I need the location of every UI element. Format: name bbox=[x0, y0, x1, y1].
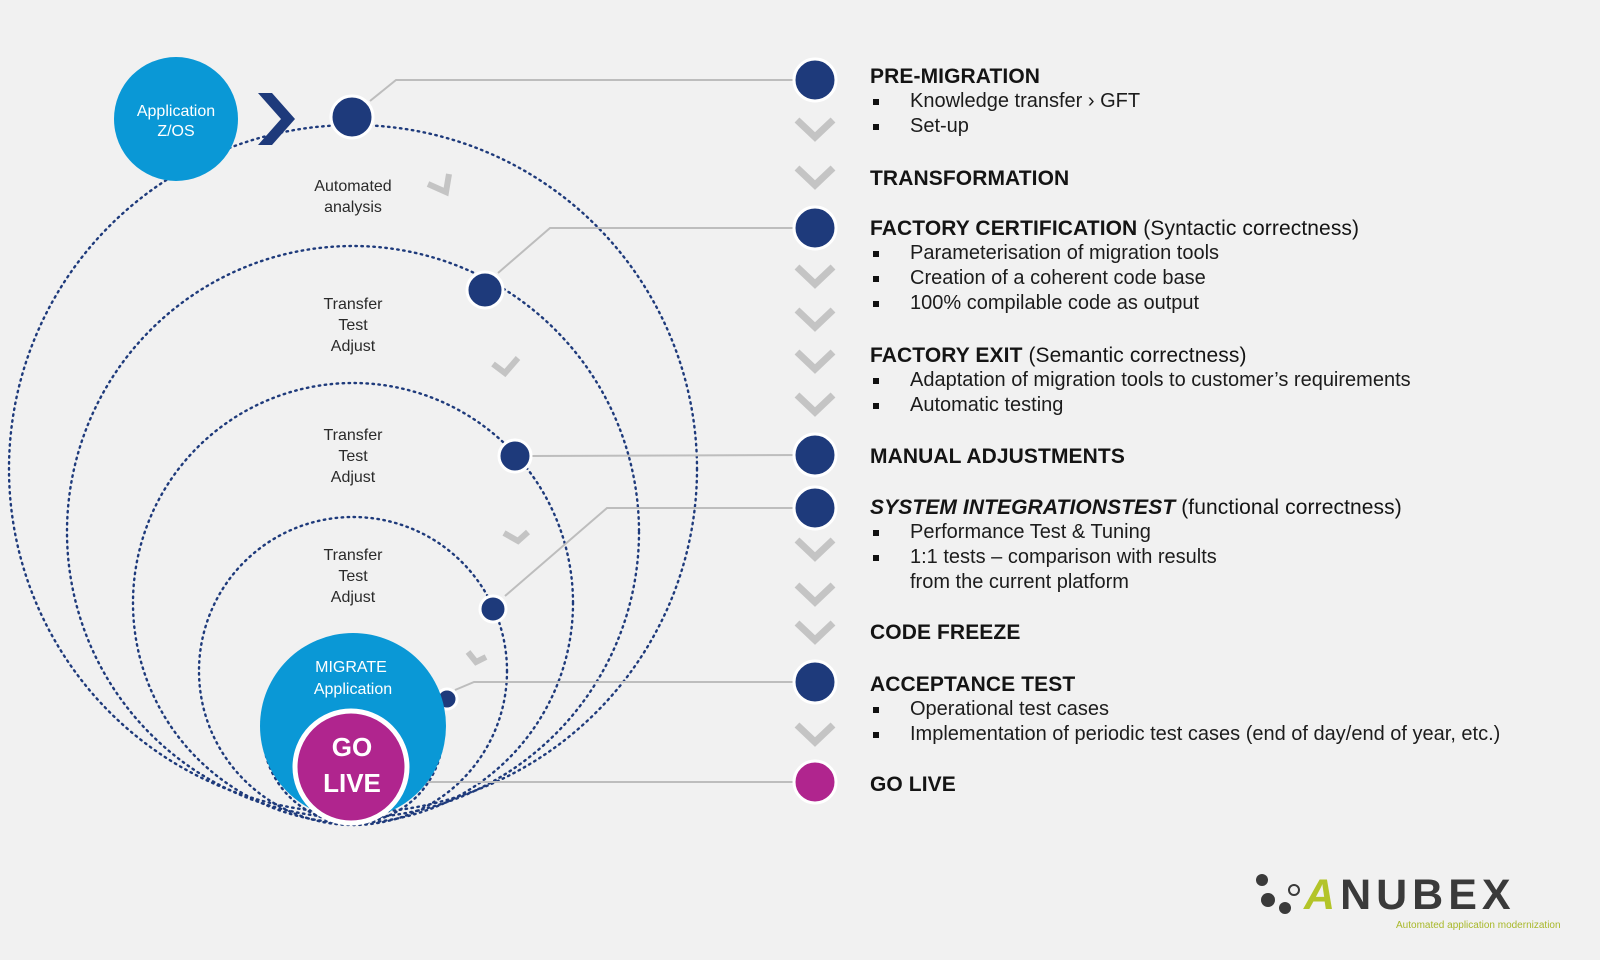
stage-title: PRE-MIGRATION bbox=[870, 65, 1041, 88]
stage-factory-exit: FACTORY EXIT (Semantic correctness) Adap… bbox=[870, 343, 1590, 418]
chevron-down-icon-9 bbox=[794, 620, 836, 645]
app-label-line2: Z/OS bbox=[157, 123, 194, 140]
automated-label-line1: Automated bbox=[314, 178, 391, 195]
stage-subtitle: (Semantic correctness) bbox=[1022, 344, 1247, 367]
stage-title: FACTORY EXIT bbox=[870, 344, 1023, 367]
connector-acceptance bbox=[454, 681, 815, 691]
golive-line1: GO bbox=[332, 732, 372, 762]
chevron-right-icon bbox=[258, 93, 295, 145]
stage-code-freeze: CODE FREEZE bbox=[870, 620, 1590, 645]
dot-cycle3 bbox=[478, 594, 508, 624]
bullet-item: Performance Test & Tuning bbox=[870, 520, 1590, 545]
dot-cycle1 bbox=[465, 270, 505, 310]
stage-title-row: SYSTEM INTEGRATIONSTEST (functional corr… bbox=[870, 495, 1590, 520]
cycle1-line3: Adjust bbox=[331, 338, 376, 355]
anubex-logo: ANUBEX Automated application modernizati… bbox=[1254, 872, 1561, 932]
chevron-down-icon-6 bbox=[794, 392, 836, 417]
bullet-item: Adaptation of migration tools to custome… bbox=[870, 368, 1590, 393]
migrate-line2: Application bbox=[314, 681, 392, 698]
dot-premigration bbox=[329, 94, 375, 140]
bullet-list: Operational test cases Implementation of… bbox=[870, 697, 1590, 747]
stage-title-row: FACTORY CERTIFICATION (Syntactic correct… bbox=[870, 216, 1590, 241]
logo-letter-a: A bbox=[1304, 871, 1341, 919]
cycle2-line3: Adjust bbox=[331, 469, 376, 486]
cycle1-line1: Transfer bbox=[324, 296, 384, 313]
stage-system-integrationstest: SYSTEM INTEGRATIONSTEST (functional corr… bbox=[870, 495, 1590, 595]
bullet-item: Knowledge transfer › GFT bbox=[870, 89, 1590, 114]
chevron-down-icon-2 bbox=[794, 165, 836, 190]
bullet-item: 1:1 tests – comparison with results bbox=[870, 545, 1590, 570]
bullet-item: Implementation of periodic test cases (e… bbox=[870, 722, 1590, 747]
connector-manual bbox=[529, 454, 816, 457]
stage-title: SYSTEM INTEGRATIONSTEST bbox=[870, 496, 1176, 519]
stage-title: TRANSFORMATION bbox=[870, 167, 1070, 190]
cycle2-line2: Test bbox=[338, 448, 368, 465]
bullet-item: 100% compilable code as output bbox=[870, 291, 1590, 316]
cycle1-line2: Test bbox=[338, 317, 368, 334]
stage-subtitle: (functional correctness) bbox=[1175, 496, 1402, 519]
cycle3-line3: Adjust bbox=[331, 589, 376, 606]
cycle3-line1: Transfer bbox=[324, 547, 384, 564]
bullet-item: Creation of a coherent code base bbox=[870, 266, 1590, 291]
bullet-item-continued: from the current platform bbox=[910, 571, 1129, 593]
bullet-list: Parameterisation of migration tools Crea… bbox=[870, 241, 1590, 316]
chevron-down-icon-3 bbox=[794, 264, 836, 289]
dotted-circle-cycle2 bbox=[131, 381, 575, 825]
stage-transformation: TRANSFORMATION bbox=[870, 166, 1590, 191]
stage-acceptance-test: ACCEPTANCE TEST Operational test cases I… bbox=[870, 672, 1590, 747]
chevron-down-icon-1 bbox=[794, 117, 836, 142]
stage-factory-certification: FACTORY CERTIFICATION (Syntactic correct… bbox=[870, 216, 1590, 316]
timeline-dot-acceptance bbox=[792, 659, 838, 705]
chevron-down-icon-5 bbox=[794, 349, 836, 374]
check-icon-1 bbox=[426, 173, 452, 197]
timeline-dot-golive bbox=[792, 759, 838, 805]
stage-title: FACTORY CERTIFICATION bbox=[870, 217, 1138, 240]
connector-sit bbox=[504, 507, 815, 597]
go-live-circle bbox=[292, 708, 410, 826]
logo-tagline: Automated application modernization bbox=[1396, 920, 1561, 931]
chevron-down-icon-10 bbox=[794, 722, 836, 747]
app-label-line1: Application bbox=[137, 103, 215, 120]
bullet-list: Knowledge transfer › GFT Set-up bbox=[870, 89, 1590, 139]
chevron-down-icon-8 bbox=[794, 582, 836, 607]
timeline-dot-sit bbox=[792, 485, 838, 531]
stage-title: MANUAL ADJUSTMENTS bbox=[870, 445, 1125, 468]
stage-title-row: FACTORY EXIT (Semantic correctness) bbox=[870, 343, 1590, 368]
stage-title: GO LIVE bbox=[870, 773, 956, 796]
stage-title: CODE FREEZE bbox=[870, 621, 1021, 644]
check-icon-3 bbox=[502, 529, 531, 545]
connector-premigration bbox=[369, 79, 815, 102]
timeline-dot-premigration bbox=[792, 57, 838, 103]
stage-manual-adjustments: MANUAL ADJUSTMENTS bbox=[870, 444, 1590, 469]
bullet-list: Adaptation of migration tools to custome… bbox=[870, 368, 1590, 418]
golive-line2: LIVE bbox=[323, 768, 381, 798]
cycle2-line1: Transfer bbox=[324, 427, 384, 444]
bullet-item: Parameterisation of migration tools bbox=[870, 241, 1590, 266]
bullet-list: Performance Test & Tuning 1:1 tests – co… bbox=[870, 520, 1590, 595]
chevron-down-icon-4 bbox=[794, 307, 836, 332]
logo-letters: NUBEX bbox=[1340, 871, 1516, 919]
bullet-item: Set-up bbox=[870, 114, 1590, 139]
bullet-item: Automatic testing bbox=[870, 393, 1590, 418]
stage-premigration: PRE-MIGRATION Knowledge transfer › GFT S… bbox=[870, 64, 1590, 139]
stage-title: ACCEPTANCE TEST bbox=[870, 673, 1076, 696]
logo-dots-icon bbox=[1256, 874, 1300, 914]
bullet-item: Operational test cases bbox=[870, 697, 1590, 722]
check-icon-4 bbox=[465, 650, 488, 666]
chevron-down-icon-7 bbox=[794, 537, 836, 562]
connector-factory-cert bbox=[497, 227, 815, 274]
application-zos-circle bbox=[114, 57, 238, 181]
check-icon-2 bbox=[491, 356, 521, 378]
timeline-dot-factory-cert bbox=[792, 205, 838, 251]
stage-subtitle: (Syntactic correctness) bbox=[1137, 217, 1360, 240]
logo-wordmark: ANUBEX bbox=[1304, 872, 1516, 918]
cycle3-line2: Test bbox=[338, 568, 368, 585]
stage-go-live: GO LIVE bbox=[870, 772, 1590, 797]
dot-cycle2 bbox=[497, 438, 533, 474]
migrate-line1: MIGRATE bbox=[315, 659, 387, 676]
timeline-dot-manual bbox=[792, 432, 838, 478]
automated-label-line2: analysis bbox=[324, 199, 382, 216]
